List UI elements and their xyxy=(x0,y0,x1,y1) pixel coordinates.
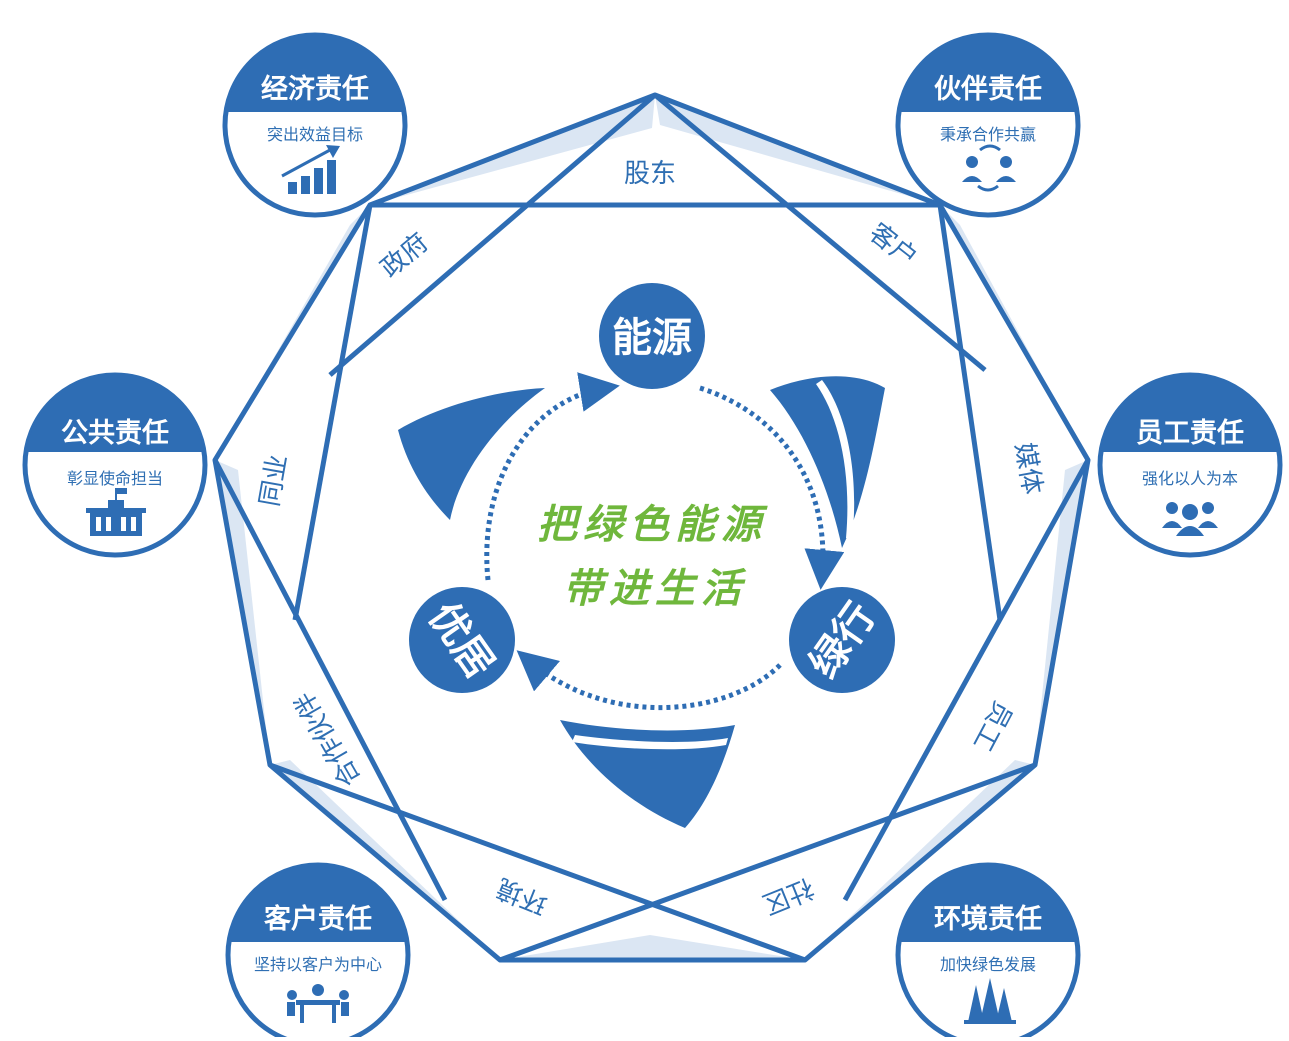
meeting-table-icon xyxy=(287,984,349,1023)
outer-nonagon xyxy=(212,92,1091,963)
stakeholder-label-industry: 同业 xyxy=(255,452,294,508)
stakeholder-label-media: 媒体 xyxy=(1009,440,1048,496)
badge-economic-title: 经济责任 xyxy=(261,73,369,105)
partner-exchange-icon xyxy=(962,144,1016,192)
badge-customer-title: 客户责任 xyxy=(264,903,372,935)
badge-environment: 环境责任 加快绿色发展 xyxy=(895,862,1081,1041)
hub-green-travel: 绿行 xyxy=(789,587,895,693)
badge-economic: 经济责任 突出效益目标 xyxy=(222,32,408,218)
stakeholder-label-environment: 环境 xyxy=(492,872,551,919)
badge-partner-subtitle: 秉承合作共赢 xyxy=(940,125,1036,144)
badge-public-subtitle: 彰显使命担当 xyxy=(67,469,163,488)
badge-public-title: 公共责任 xyxy=(61,418,169,449)
people-group-icon xyxy=(1162,502,1218,536)
badge-employee-subtitle: 强化以人为本 xyxy=(1142,469,1238,488)
stakeholder-label-customers: 客户 xyxy=(863,218,922,274)
badge-partner-title: 伙伴责任 xyxy=(934,74,1042,105)
sail-upper-left xyxy=(398,388,553,528)
government-building-icon xyxy=(86,488,146,536)
stakeholder-label-community: 社区 xyxy=(758,872,817,919)
badge-employee-title: 员工责任 xyxy=(1136,418,1244,449)
inner-frame xyxy=(212,93,1091,963)
hub-quality-living: 优居 xyxy=(409,587,515,693)
badge-employee: 员工责任 强化以人为本 xyxy=(1097,372,1283,558)
trees-icon xyxy=(964,978,1016,1024)
slogan-line-1: 把绿色能源 xyxy=(537,502,768,548)
sail-upper-right xyxy=(770,376,885,548)
sail-shapes xyxy=(398,376,885,828)
badge-customer-subtitle: 坚持以客户为中心 xyxy=(254,955,382,974)
badge-public: 公共责任 彰显使命担当 xyxy=(22,372,208,558)
hub-energy-label: 能源 xyxy=(612,315,692,361)
stakeholder-label-government: 政府 xyxy=(375,228,434,284)
badge-environment-title: 环境责任 xyxy=(934,904,1042,935)
sail-bottom xyxy=(560,720,735,828)
hub-energy: 能源 xyxy=(599,283,705,389)
slogan-line-2: 带进生活 xyxy=(563,566,747,612)
bar-chart-icon xyxy=(281,145,340,194)
badge-partner: 伙伴责任 秉承合作共赢 xyxy=(895,32,1081,218)
badge-customer: 客户责任 坚持以客户为中心 xyxy=(225,862,411,1041)
stakeholder-label-shareholders: 股东 xyxy=(624,159,676,189)
stakeholder-label-employees: 员工 xyxy=(967,696,1018,756)
cycle-arrows xyxy=(484,372,845,710)
badge-environment-subtitle: 加快绿色发展 xyxy=(940,955,1036,974)
badge-economic-subtitle: 突出效益目标 xyxy=(267,125,363,144)
